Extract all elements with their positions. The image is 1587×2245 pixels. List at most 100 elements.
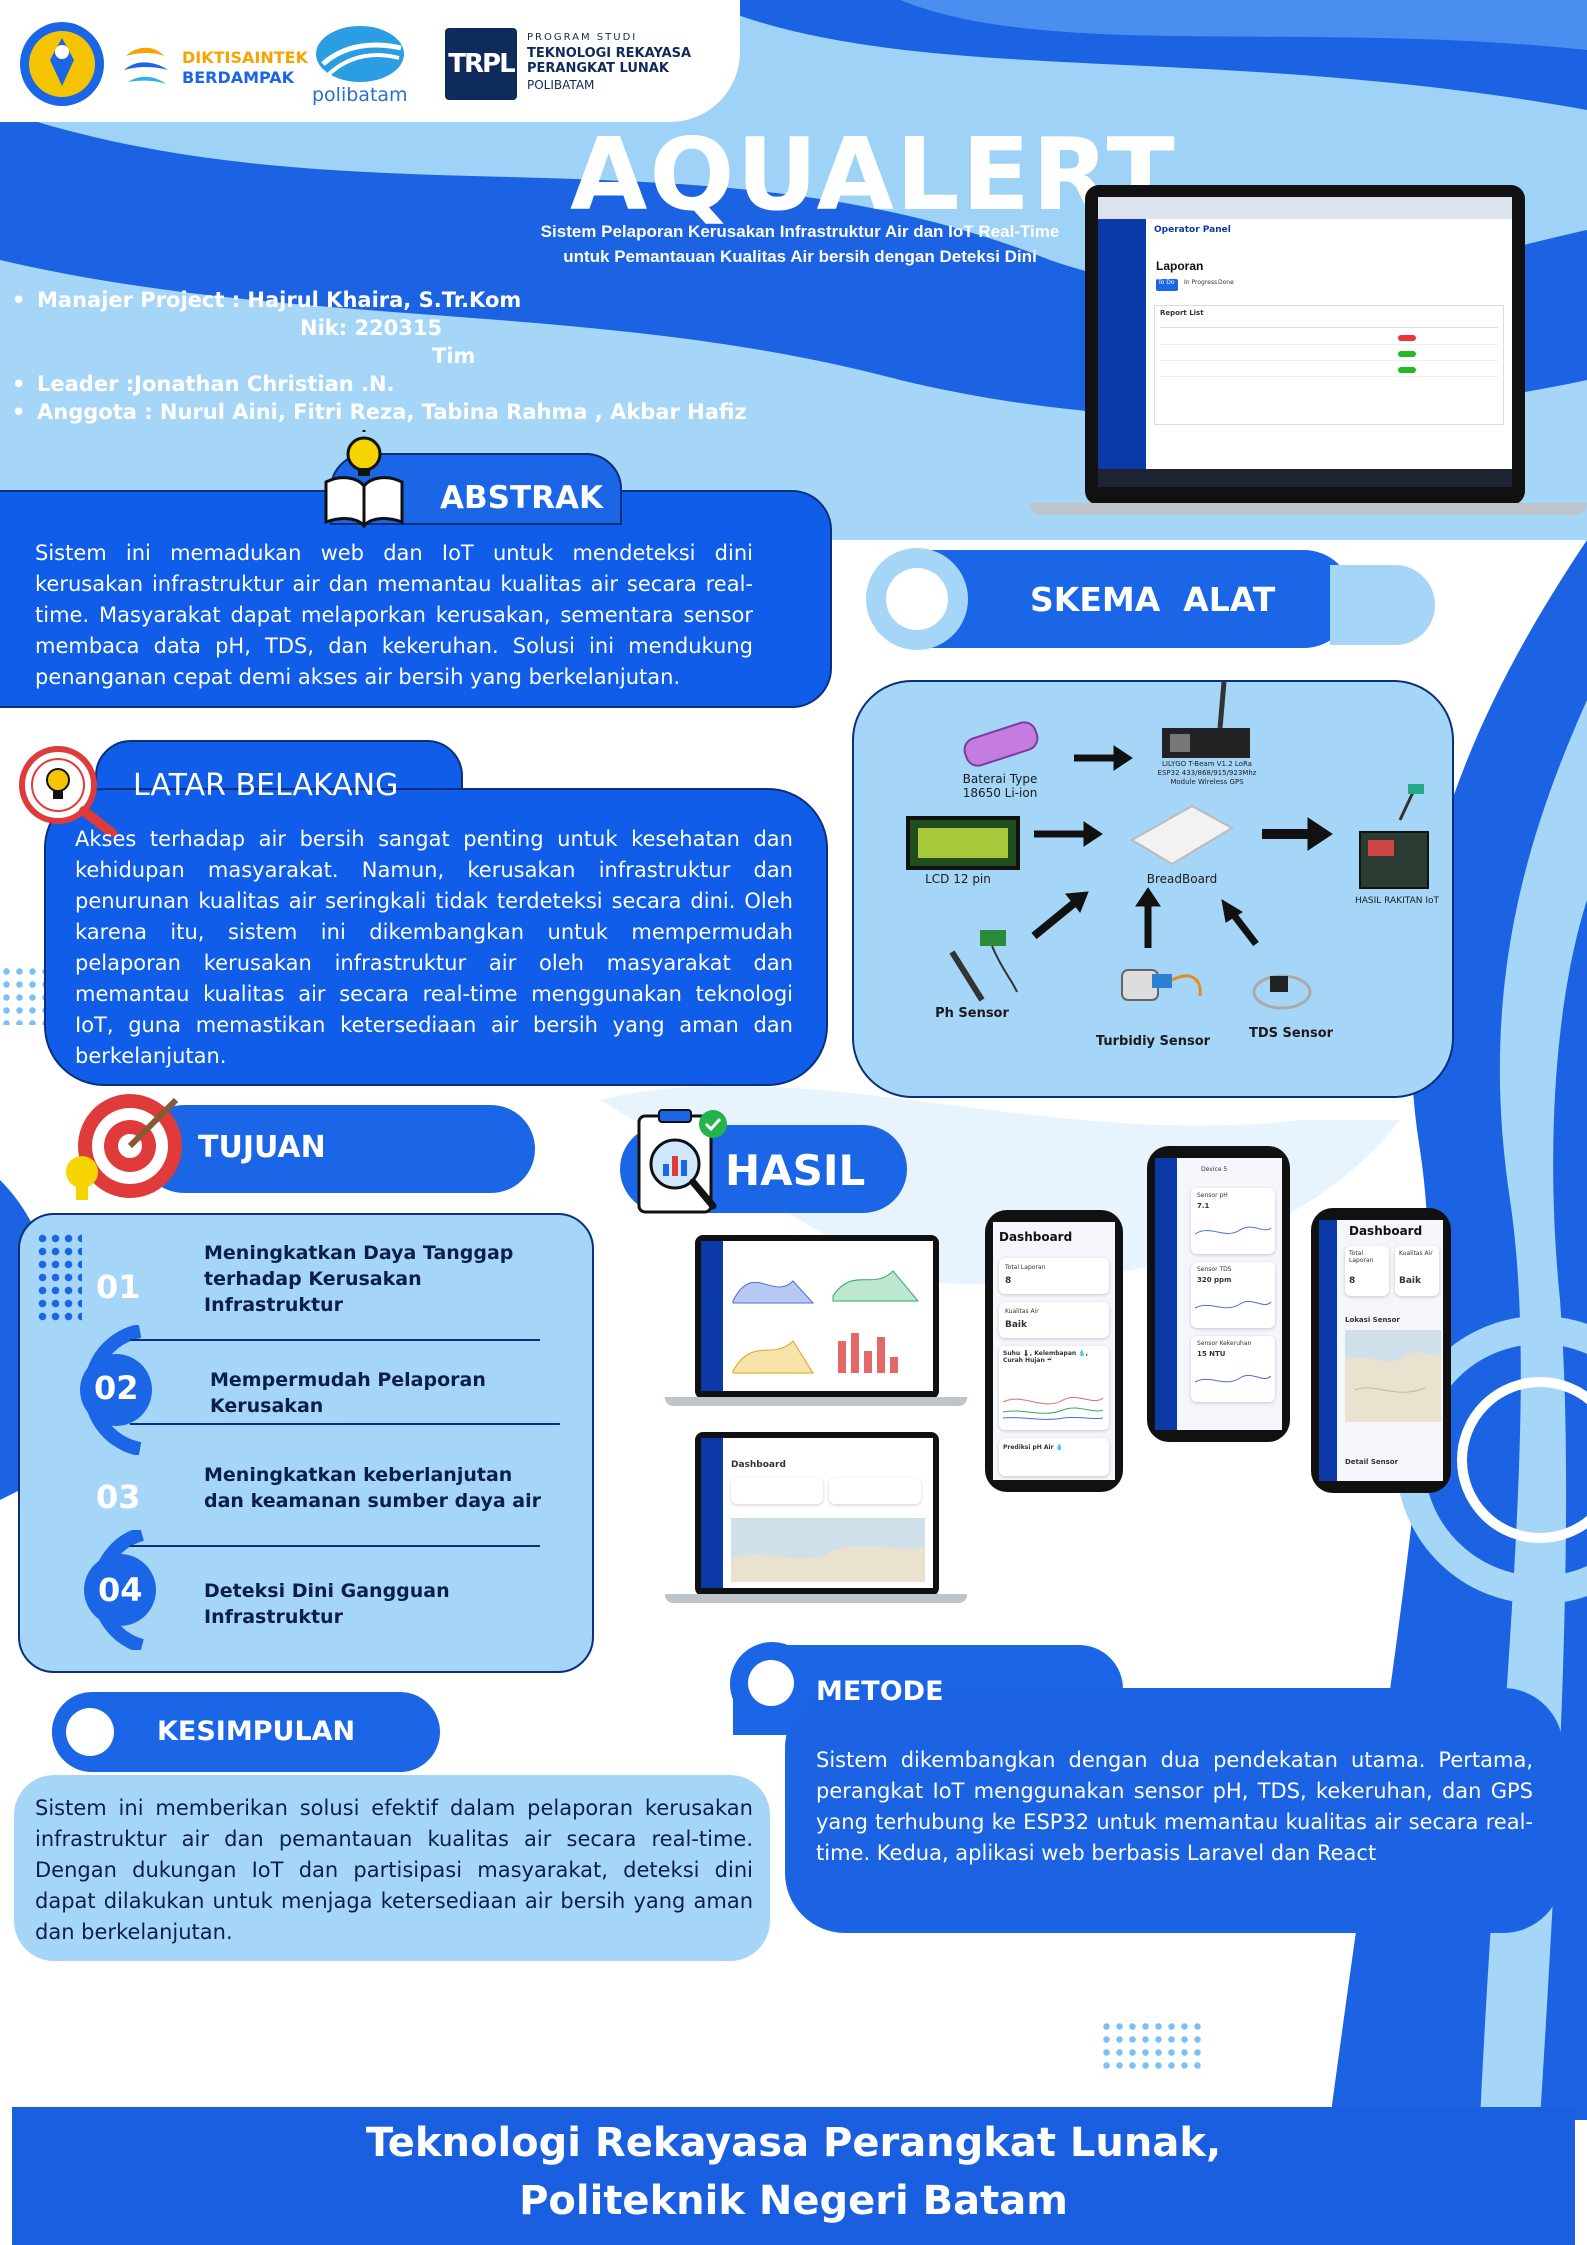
lcd-image	[906, 816, 1020, 870]
trpl-line-1: PROGRAM STUDI	[527, 32, 638, 43]
battery-image	[963, 721, 1039, 767]
report-page-title: Laporan	[1156, 259, 1204, 273]
skema-diagram: Baterai Type 18650 Li-ion LILYGO T-Beam …	[852, 680, 1454, 1098]
laptop-report-mockup: Operator Panel Laporan To Do In Progress…	[1030, 185, 1587, 515]
page-title: AQUALERT	[570, 116, 1177, 233]
phone-3-title: Dashboard	[1349, 1224, 1423, 1238]
team-nik: Nik: 220315	[300, 316, 443, 340]
decor-dots-bottom	[1100, 2020, 1206, 2075]
goal-1-text: Meningkatkan Daya Tanggap terhadap Kerus…	[204, 1242, 514, 1316]
kesimpulan-bullet-inner	[66, 1708, 114, 1756]
goal-divider-2	[130, 1423, 560, 1425]
phone-2-tds-label: Sensor TDS	[1197, 1266, 1232, 1273]
hasil-report-icon	[633, 1106, 733, 1218]
report-tab-progress: In Progress	[1184, 279, 1218, 286]
phone-3-lokasi: Lokasi Sensor	[1345, 1316, 1400, 1324]
phone-3-total-value: 8	[1349, 1276, 1356, 1286]
ph-sensor-image	[949, 930, 1018, 1002]
team-members: Anggota : Nurul Aini, Fitri Reza, Tabina…	[37, 400, 747, 424]
label-turbidity-sensor: Turbidiy Sensor	[1095, 1034, 1211, 1049]
phone-2-ph-value: 7.1	[1197, 1202, 1210, 1210]
label-tds-sensor: TDS Sensor	[1248, 1026, 1334, 1041]
phone-1-total-value: 8	[1005, 1276, 1012, 1286]
polibatam-logo: polibatam	[310, 24, 410, 108]
goal-4-text: Deteksi Dini Gangguan Infrastruktur	[204, 1580, 450, 1628]
kesimpulan-card	[14, 1775, 770, 1961]
skema-card	[852, 680, 1454, 1098]
kesimpulan-body: Sistem ini memberikan solusi efektif dal…	[35, 1796, 753, 1944]
phone-1-kualitas-value: Baik	[1005, 1320, 1028, 1330]
phone-1-chart-title: Suhu 🌡, Kelembapan 💧, Curah Hujan ☔	[1003, 1350, 1088, 1364]
phone-2-device: Device 5	[1201, 1166, 1228, 1173]
phone-1-kualitas-label: Kualitas Air	[1005, 1308, 1039, 1315]
tujuan-target-icon	[58, 1090, 186, 1210]
footer-line-1: Teknologi Rekayasa Perangkat Lunak,	[365, 2120, 1222, 2166]
latar-heading: LATAR BELAKANG	[133, 768, 399, 803]
goal-2-ring	[60, 1324, 160, 1456]
label-breadboard: BreadBoard	[1146, 872, 1218, 886]
latar-magnifier-icon	[18, 745, 118, 838]
abstrak-card	[0, 490, 832, 708]
team-tim: Tim	[432, 344, 476, 368]
goal-1-number: 01	[96, 1268, 141, 1306]
polibatam-text: polibatam	[312, 84, 408, 106]
decor-dots-left	[0, 965, 45, 1025]
trpl-line-4: POLIBATAM	[527, 78, 595, 92]
phone-map-screen: Dashboard Total Laporan 8 Kualitas Air B…	[1319, 1220, 1443, 1481]
abstrak-heading: ABSTRAK	[440, 480, 603, 516]
skema-bullet-inner	[886, 568, 948, 630]
footer-line-2: Politeknik Negeri Batam	[519, 2178, 1068, 2224]
kesimpulan-heading: KESIMPULAN	[157, 1716, 356, 1747]
label-hasil-rakitan: HASIL RAKITAN IoT	[1355, 896, 1439, 906]
phone-3-total-label: Total Laporan	[1349, 1250, 1374, 1264]
trpl-mark: TRPL	[445, 28, 517, 100]
report-tab-done: Done	[1218, 279, 1234, 286]
diktisaintek-logo: DIKTISAINTEK BERDAMPAK	[120, 38, 308, 94]
goal-3-number: 03	[96, 1478, 141, 1516]
laptop-report-screen: Operator Panel Laporan To Do In Progress…	[1098, 197, 1512, 487]
tujuan-heading: TUJUAN	[198, 1130, 326, 1165]
trpl-logo: TRPL PROGRAM STUDI TEKNOLOGI REKAYASA PE…	[445, 28, 705, 100]
phone-3-kualitas-value: Baik	[1399, 1276, 1422, 1286]
team-manager: Manajer Project : Hajrul Khaira, S.Tr.Ko…	[37, 288, 522, 312]
metode-card	[785, 1688, 1563, 1933]
phone-2-ph-label: Sensor pH	[1197, 1192, 1228, 1199]
breadboard-image	[1130, 804, 1235, 866]
trpl-line-3: PERANGKAT LUNAK	[527, 61, 669, 76]
goal-2-number: 02	[94, 1369, 139, 1407]
skema-heading-shadow	[1330, 565, 1435, 645]
laptop-charts-mockup	[665, 1235, 967, 1410]
phone-3-detail: Detail Sensor	[1345, 1458, 1399, 1466]
footer	[12, 2107, 1575, 2245]
skema-arrows	[1031, 745, 1333, 948]
goal-divider-1	[130, 1339, 540, 1341]
abstrak-book-icon	[318, 426, 410, 530]
hasil-rakitan-image	[1359, 784, 1429, 889]
diktisaintek-text-2: BERDAMPAK	[182, 68, 295, 87]
turbidity-sensor-image	[1121, 969, 1202, 1001]
report-panel-title: Operator Panel	[1154, 225, 1231, 235]
goal-divider-3	[130, 1545, 540, 1547]
phone-sensor-screen: Device 5 Sensor pH 7.1 Sensor TDS 320 pp…	[1155, 1158, 1282, 1430]
phone-1-prediksi: Prediksi pH Air 💧	[1003, 1444, 1064, 1451]
metode-bullet-inner	[748, 1660, 794, 1706]
label-lilygo: LILYGO T-Beam V1.2 LoRa ESP32 433/868/91…	[1157, 760, 1257, 786]
label-lcd: LCD 12 pin	[925, 872, 991, 886]
tujuan-heading-pill	[140, 1105, 535, 1193]
laptop-dashboard-mockup: Dashboard	[665, 1432, 967, 1607]
hasil-heading: HASIL	[725, 1146, 866, 1195]
phone-3-kualitas-label: Kualitas Air	[1399, 1250, 1433, 1257]
diktisaintek-text-1: DIKTISAINTEK	[182, 48, 308, 67]
label-battery: Baterai Type 18650 Li-ion	[962, 772, 1038, 800]
phone-2-keruh-value: 15 NTU	[1197, 1350, 1226, 1358]
metode-heading: METODE	[816, 1676, 944, 1707]
trpl-line-2: TEKNOLOGI REKAYASA	[527, 46, 692, 61]
tujuan-dots	[36, 1232, 82, 1324]
abstrak-body: Sistem ini memadukan web dan IoT untuk m…	[35, 541, 753, 689]
laptop-dashboard-title: Dashboard	[731, 1460, 786, 1470]
goal-4-ring	[60, 1527, 160, 1653]
metode-body: Sistem dikembangkan dengan dua pendekata…	[816, 1748, 1533, 1865]
lilygo-board-image	[1162, 681, 1250, 758]
phone-1-title: Dashboard	[999, 1230, 1073, 1244]
report-list-title: Report List	[1160, 309, 1204, 317]
